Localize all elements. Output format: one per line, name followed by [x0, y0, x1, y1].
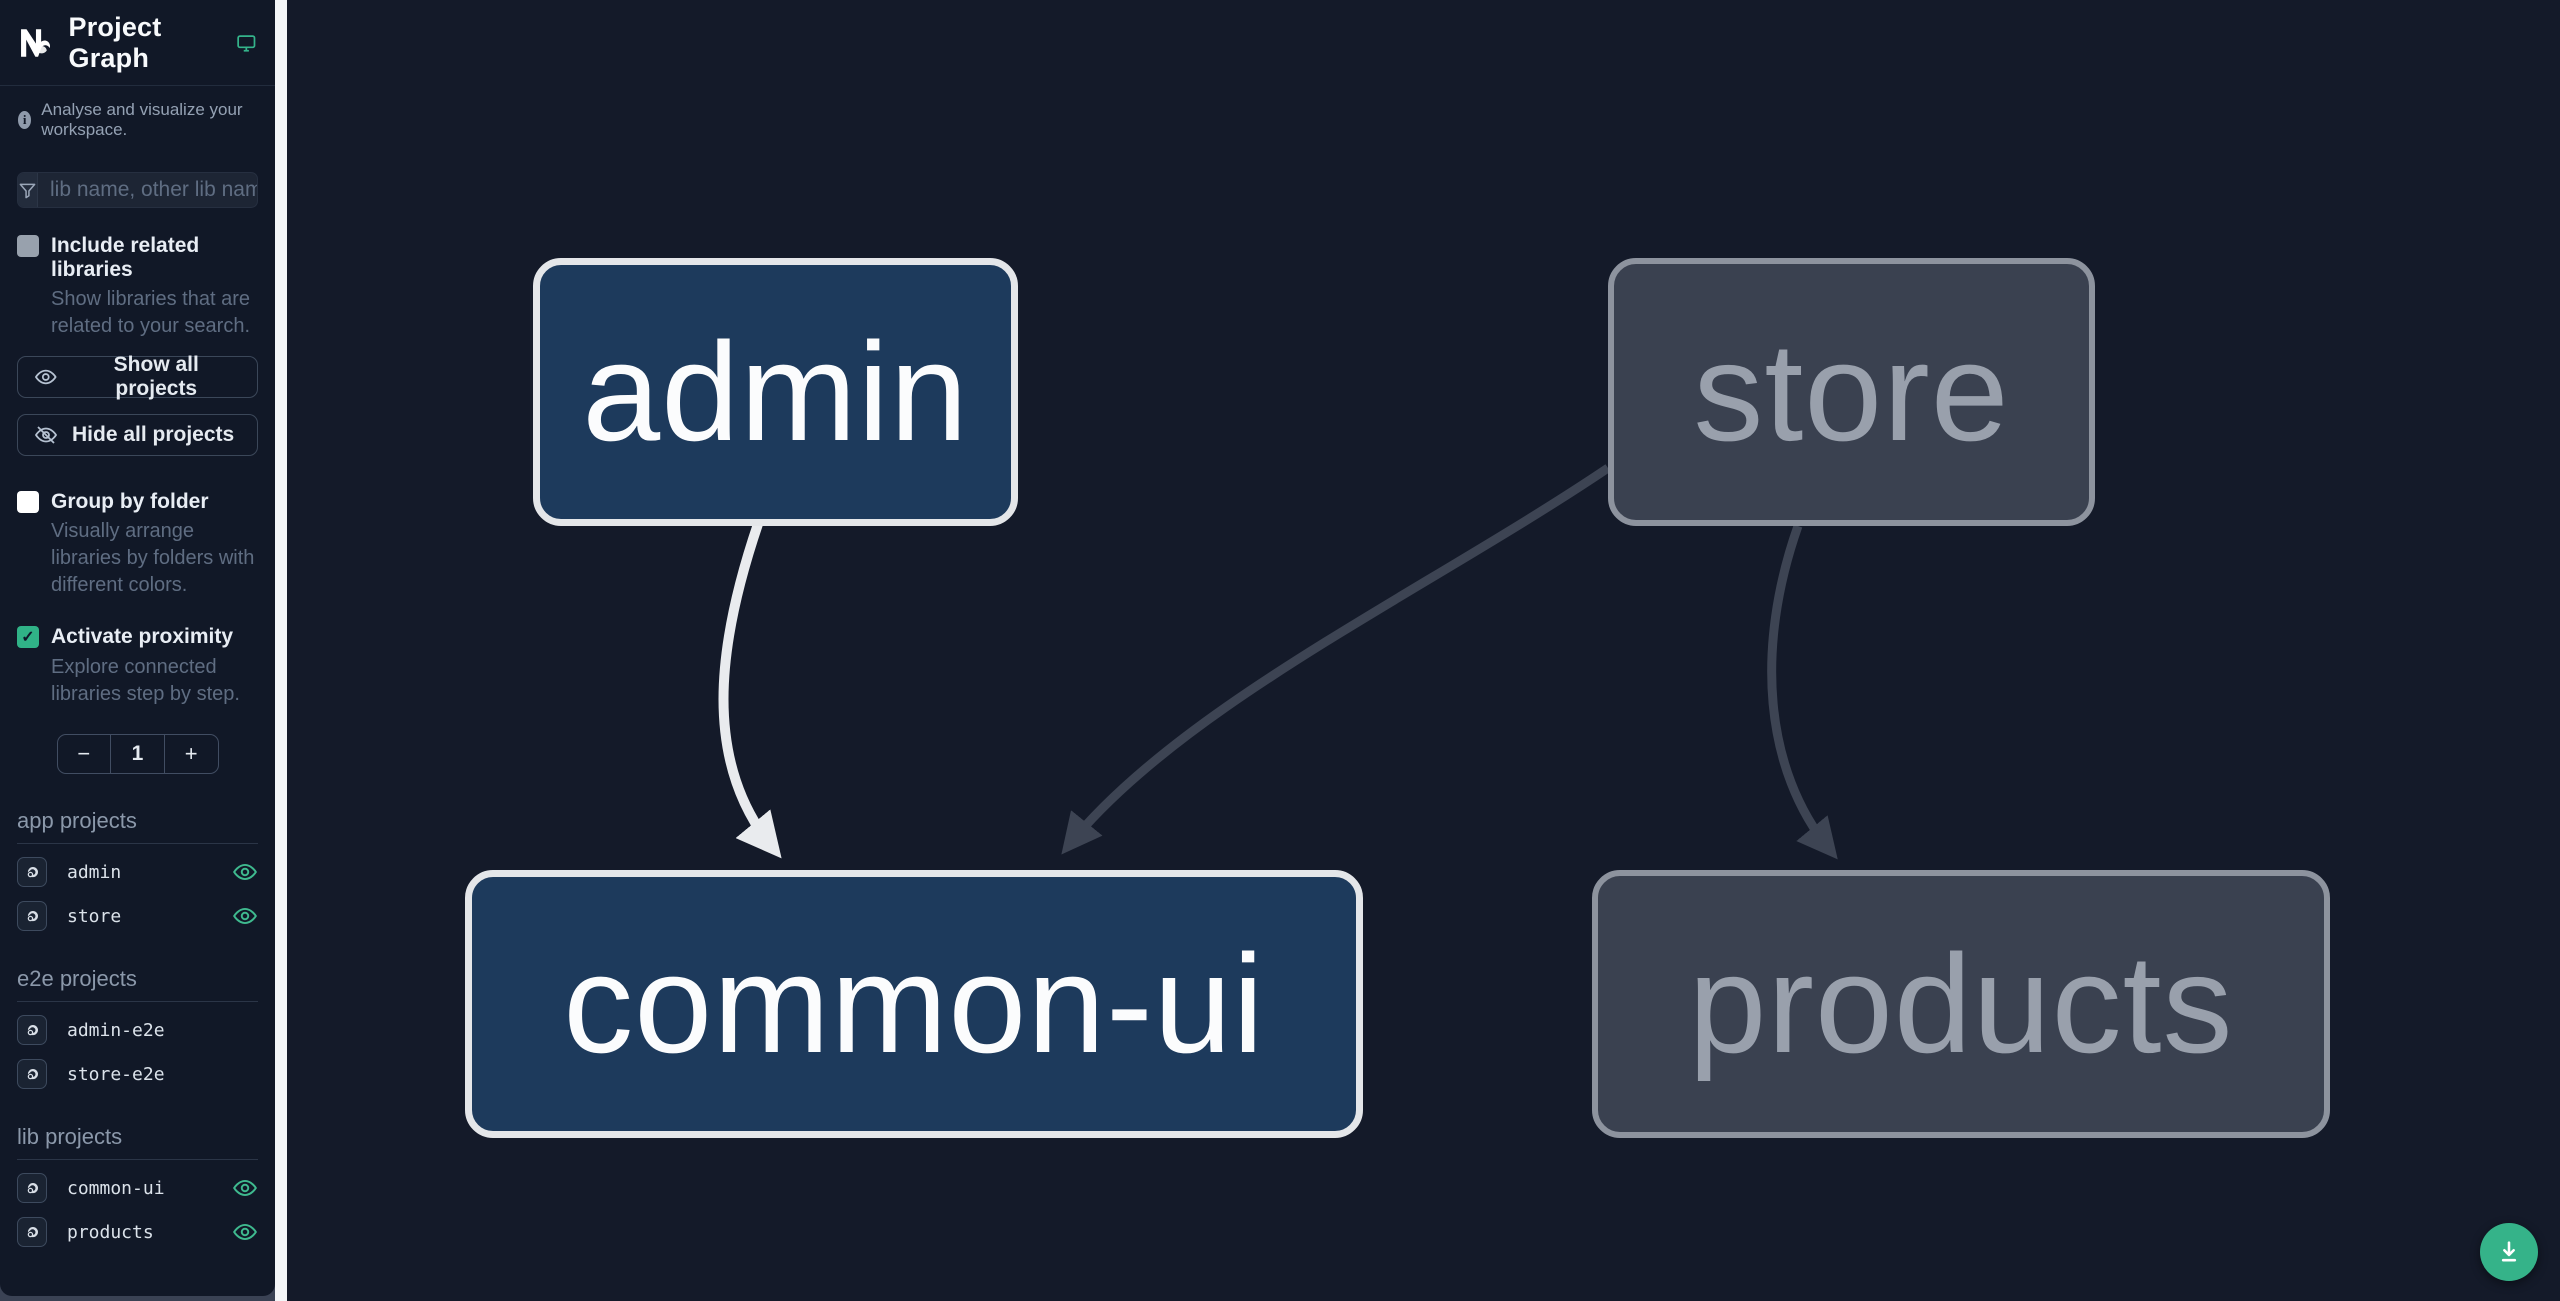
- project-row-store-e2e: store-e2e: [0, 1059, 275, 1090]
- sidebar: Project Graph i Analyse and visualize yo…: [0, 0, 275, 1296]
- node-label: store: [1693, 313, 2010, 470]
- option-label[interactable]: Include related libraries: [51, 234, 200, 282]
- eye-off-icon: [34, 426, 58, 444]
- focus-project-button[interactable]: [17, 1173, 47, 1204]
- section-title: app projects: [17, 808, 258, 844]
- workspace-tagline-row: i Analyse and visualize your workspace.: [0, 86, 275, 150]
- toggle-visibility-button[interactable]: [232, 1175, 258, 1201]
- dependency-edges: [718, 464, 1838, 860]
- option-label[interactable]: Group by folder: [51, 490, 209, 514]
- option-description: Show libraries that are related to your …: [51, 288, 250, 338]
- sidebar-header: Project Graph: [0, 0, 275, 86]
- section-title: lib projects: [17, 1124, 258, 1160]
- download-icon: [2501, 1241, 2517, 1262]
- edge-admin-to-common-ui[interactable]: [718, 522, 782, 859]
- focus-project-icon: [27, 1068, 38, 1079]
- focus-project-button[interactable]: [17, 1059, 47, 1090]
- nx-logo-icon: [21, 28, 51, 57]
- workspace-tagline: Analyse and visualize your workspace.: [41, 100, 243, 139]
- project-name: store-e2e: [67, 1063, 165, 1085]
- toggle-visibility-button[interactable]: [232, 859, 258, 885]
- project-name: admin: [67, 861, 122, 883]
- graph-node-common-ui[interactable]: common-ui: [465, 870, 1363, 1138]
- show-all-projects-button[interactable]: Show all projects: [17, 353, 258, 401]
- graph-canvas[interactable]: admin store common-ui products: [287, 0, 2560, 1301]
- eye-icon: [233, 908, 257, 925]
- option-group-by-folder: Group by folder Visually arrange librari…: [0, 490, 275, 599]
- node-label: common-ui: [563, 925, 1265, 1082]
- project-name: admin-e2e: [67, 1019, 165, 1041]
- hide-all-projects-label: Hide all projects: [72, 423, 235, 447]
- proximity-depth-value: 1: [110, 734, 164, 773]
- project-name: common-ui: [67, 1177, 165, 1199]
- monitor-icon: [237, 34, 256, 52]
- focus-project-icon: [27, 1024, 38, 1035]
- edge-store-to-common-ui[interactable]: [1061, 464, 1611, 855]
- focus-project-icon: [27, 866, 38, 877]
- focus-project-button[interactable]: [17, 1217, 47, 1248]
- focus-project-icon: [27, 1182, 38, 1193]
- project-filter: [17, 172, 258, 208]
- decrement-button[interactable]: −: [58, 735, 111, 773]
- focus-project-icon: [27, 910, 38, 921]
- toggle-visibility-button[interactable]: [232, 903, 258, 929]
- project-name: store: [67, 905, 122, 927]
- download-graph-button[interactable]: [2480, 1223, 2538, 1281]
- section-e2e-projects: e2e projects admin-e2e: [0, 966, 275, 1090]
- project-name: products: [67, 1221, 154, 1243]
- project-row-admin: admin: [0, 857, 275, 888]
- project-row-admin-e2e: admin-e2e: [0, 1015, 275, 1046]
- show-all-projects-label: Show all projects: [113, 353, 199, 401]
- graph-node-admin[interactable]: admin: [533, 258, 1018, 526]
- group-by-folder-checkbox[interactable]: [17, 491, 39, 514]
- option-description: Visually arrange libraries by folders wi…: [51, 520, 255, 597]
- focus-project-icon: [27, 1226, 38, 1237]
- app-title: Project Graph: [68, 11, 162, 73]
- section-title: e2e projects: [17, 966, 258, 1002]
- focus-project-button[interactable]: [17, 857, 47, 888]
- activate-proximity-checkbox[interactable]: ✓: [17, 626, 39, 649]
- filter-input[interactable]: [38, 173, 257, 207]
- option-description: Explore connected libraries step by step…: [51, 655, 240, 705]
- graph-node-store[interactable]: store: [1608, 258, 2095, 526]
- edge-store-to-products[interactable]: [1767, 524, 1838, 860]
- project-row-store: store: [0, 901, 275, 932]
- section-lib-projects: lib projects common-ui: [0, 1124, 275, 1248]
- sidebar-column: Project Graph i Analyse and visualize yo…: [0, 0, 275, 1301]
- focus-project-button[interactable]: [17, 901, 47, 932]
- info-icon: i: [18, 111, 32, 129]
- option-include-related: Include related libraries Show libraries…: [0, 234, 275, 340]
- node-label: products: [1688, 925, 2234, 1082]
- eye-icon: [233, 1180, 257, 1197]
- section-app-projects: app projects admin: [0, 808, 275, 932]
- option-label[interactable]: Activate proximity: [51, 625, 234, 649]
- option-activate-proximity: ✓ Activate proximity Explore connected l…: [0, 625, 275, 707]
- funnel-icon: [18, 173, 38, 207]
- graph-node-products[interactable]: products: [1592, 870, 2330, 1138]
- increment-button[interactable]: +: [163, 734, 218, 773]
- node-label: admin: [582, 313, 969, 470]
- project-row-common-ui: common-ui: [0, 1173, 275, 1204]
- eye-icon: [233, 1224, 257, 1241]
- focus-project-button[interactable]: [17, 1015, 47, 1046]
- toggle-visibility-button[interactable]: [232, 1219, 258, 1245]
- eye-icon: [233, 864, 257, 881]
- sidebar-canvas-divider: [275, 0, 287, 1301]
- eye-icon: [34, 370, 57, 385]
- include-related-checkbox[interactable]: [17, 235, 39, 257]
- proximity-depth-stepper: − 1 +: [56, 733, 219, 774]
- hide-all-projects-button[interactable]: Hide all projects: [17, 414, 258, 457]
- project-row-products: products: [0, 1217, 275, 1248]
